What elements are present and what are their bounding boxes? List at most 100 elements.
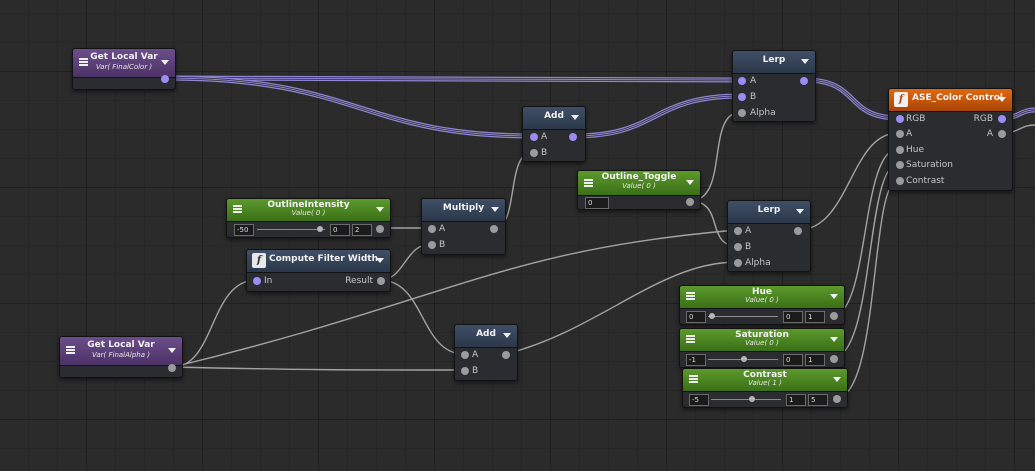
outline-intensity-node[interactable]: OutlineIntensity Value( 0 ) -50 0 2: [226, 198, 391, 238]
input-pin-saturation[interactable]: [896, 161, 904, 169]
get-local-var-color-node[interactable]: Get Local Var Var( FinalColor ): [72, 48, 176, 90]
node-header[interactable]: Outline_Toggle Value( 0 ): [578, 171, 700, 196]
node-header[interactable]: Lerp: [728, 201, 810, 224]
input-pin-hue[interactable]: [896, 146, 904, 154]
output-pin[interactable]: [830, 312, 838, 320]
menu-icon[interactable]: [689, 375, 698, 383]
lerp-top-node[interactable]: Lerp A B Alpha: [732, 50, 816, 122]
input-pin-a[interactable]: [896, 130, 904, 138]
outline-toggle-node[interactable]: Outline_Toggle Value( 0 ) 0: [577, 170, 701, 210]
value-slider[interactable]: [711, 399, 781, 400]
input-pin-alpha[interactable]: [738, 109, 746, 117]
node-header[interactable]: Get Local Var Var( FinalColor ): [73, 49, 175, 78]
output-pin[interactable]: [833, 395, 841, 403]
dropdown-caret-icon[interactable]: [376, 258, 384, 263]
dropdown-caret-icon[interactable]: [998, 97, 1006, 102]
output-pin[interactable]: [377, 277, 385, 285]
value-field[interactable]: 1: [786, 394, 806, 406]
value-field[interactable]: 0: [783, 354, 803, 366]
dropdown-caret-icon[interactable]: [686, 180, 694, 185]
input-pin-b[interactable]: [738, 93, 746, 101]
output-pin[interactable]: [502, 351, 510, 359]
value-slider[interactable]: [708, 316, 778, 317]
node-header[interactable]: Hue Value( 0 ): [680, 286, 844, 309]
min-field[interactable]: -50: [234, 224, 254, 236]
dropdown-caret-icon[interactable]: [161, 60, 169, 65]
hue-node[interactable]: Hue Value( 0 ) 0 0 1: [679, 285, 845, 325]
node-header[interactable]: Add: [455, 325, 517, 348]
value-field[interactable]: 0: [330, 224, 350, 236]
output-pin[interactable]: [686, 198, 694, 206]
input-pin-a[interactable]: [428, 225, 436, 233]
ase-color-control-node[interactable]: f ASE_Color Control RGB RGB A A Hue Satu…: [888, 88, 1013, 191]
menu-icon[interactable]: [686, 292, 695, 300]
menu-icon[interactable]: [79, 58, 88, 66]
value-slider[interactable]: [257, 229, 325, 230]
node-header[interactable]: f ASE_Color Control: [889, 89, 1012, 112]
input-pin-b[interactable]: [461, 367, 469, 375]
output-pin[interactable]: [794, 227, 802, 235]
dropdown-caret-icon[interactable]: [830, 294, 838, 299]
slider-knob[interactable]: [749, 396, 755, 402]
saturation-node[interactable]: Saturation Value( 0 ) -1 0 1: [679, 328, 845, 368]
menu-icon[interactable]: [66, 346, 75, 354]
dropdown-caret-icon[interactable]: [376, 207, 384, 212]
value-field[interactable]: 0: [585, 197, 609, 209]
node-header[interactable]: Lerp: [733, 51, 815, 74]
lerp-mid-node[interactable]: Lerp A B Alpha: [727, 200, 811, 272]
dropdown-caret-icon[interactable]: [503, 333, 511, 338]
node-header[interactable]: Saturation Value( 0 ): [680, 329, 844, 352]
output-pin[interactable]: [800, 77, 808, 85]
node-header[interactable]: f Compute Filter Width: [247, 250, 390, 273]
dropdown-caret-icon[interactable]: [168, 348, 176, 353]
menu-icon[interactable]: [233, 205, 242, 213]
node-header[interactable]: Contrast Value( 1 ): [683, 369, 847, 392]
output-pin[interactable]: [830, 355, 838, 363]
slider-knob[interactable]: [709, 313, 715, 319]
output-pin-a[interactable]: [998, 130, 1006, 138]
input-pin-in[interactable]: [253, 277, 261, 285]
add-bottom-node[interactable]: Add A B: [454, 324, 518, 381]
output-pin[interactable]: [168, 364, 176, 372]
compute-filter-width-node[interactable]: f Compute Filter Width In Result: [246, 249, 391, 292]
input-pin-b[interactable]: [428, 241, 436, 249]
input-pin-b[interactable]: [530, 149, 538, 157]
input-pin-rgb[interactable]: [896, 115, 904, 123]
contrast-node[interactable]: Contrast Value( 1 ) -5 1 5: [682, 368, 848, 408]
dropdown-caret-icon[interactable]: [491, 207, 499, 212]
add-top-node[interactable]: Add A B: [522, 106, 586, 162]
node-header[interactable]: Get Local Var Var( FinalAlpha ): [60, 337, 182, 366]
max-field[interactable]: 1: [805, 354, 825, 366]
slider-knob[interactable]: [317, 226, 323, 232]
multiply-node[interactable]: Multiply A B: [421, 198, 506, 255]
dropdown-caret-icon[interactable]: [571, 115, 579, 120]
slider-knob[interactable]: [741, 356, 747, 362]
dropdown-caret-icon[interactable]: [796, 209, 804, 214]
min-field[interactable]: -5: [689, 394, 709, 406]
input-pin-contrast[interactable]: [896, 177, 904, 185]
input-pin-b[interactable]: [734, 243, 742, 251]
output-pin[interactable]: [490, 225, 498, 233]
output-pin[interactable]: [376, 225, 384, 233]
menu-icon[interactable]: [686, 335, 695, 343]
input-pin-alpha[interactable]: [734, 259, 742, 267]
node-header[interactable]: Multiply: [422, 199, 505, 222]
min-field[interactable]: -1: [686, 354, 706, 366]
get-local-var-alpha-node[interactable]: Get Local Var Var( FinalAlpha ): [59, 336, 183, 378]
max-field[interactable]: 2: [352, 224, 372, 236]
menu-icon[interactable]: [584, 179, 593, 187]
input-pin-a[interactable]: [734, 227, 742, 235]
min-field[interactable]: 0: [686, 311, 706, 323]
value-field[interactable]: 0: [783, 311, 803, 323]
node-header[interactable]: Add: [523, 107, 585, 130]
dropdown-caret-icon[interactable]: [801, 59, 809, 64]
dropdown-caret-icon[interactable]: [830, 337, 838, 342]
input-pin-a[interactable]: [530, 133, 538, 141]
output-pin[interactable]: [569, 133, 577, 141]
node-header[interactable]: OutlineIntensity Value( 0 ): [227, 199, 390, 222]
output-pin[interactable]: [161, 75, 169, 83]
dropdown-caret-icon[interactable]: [833, 377, 841, 382]
output-pin-rgb[interactable]: [998, 115, 1006, 123]
max-field[interactable]: 1: [805, 311, 825, 323]
max-field[interactable]: 5: [808, 394, 828, 406]
